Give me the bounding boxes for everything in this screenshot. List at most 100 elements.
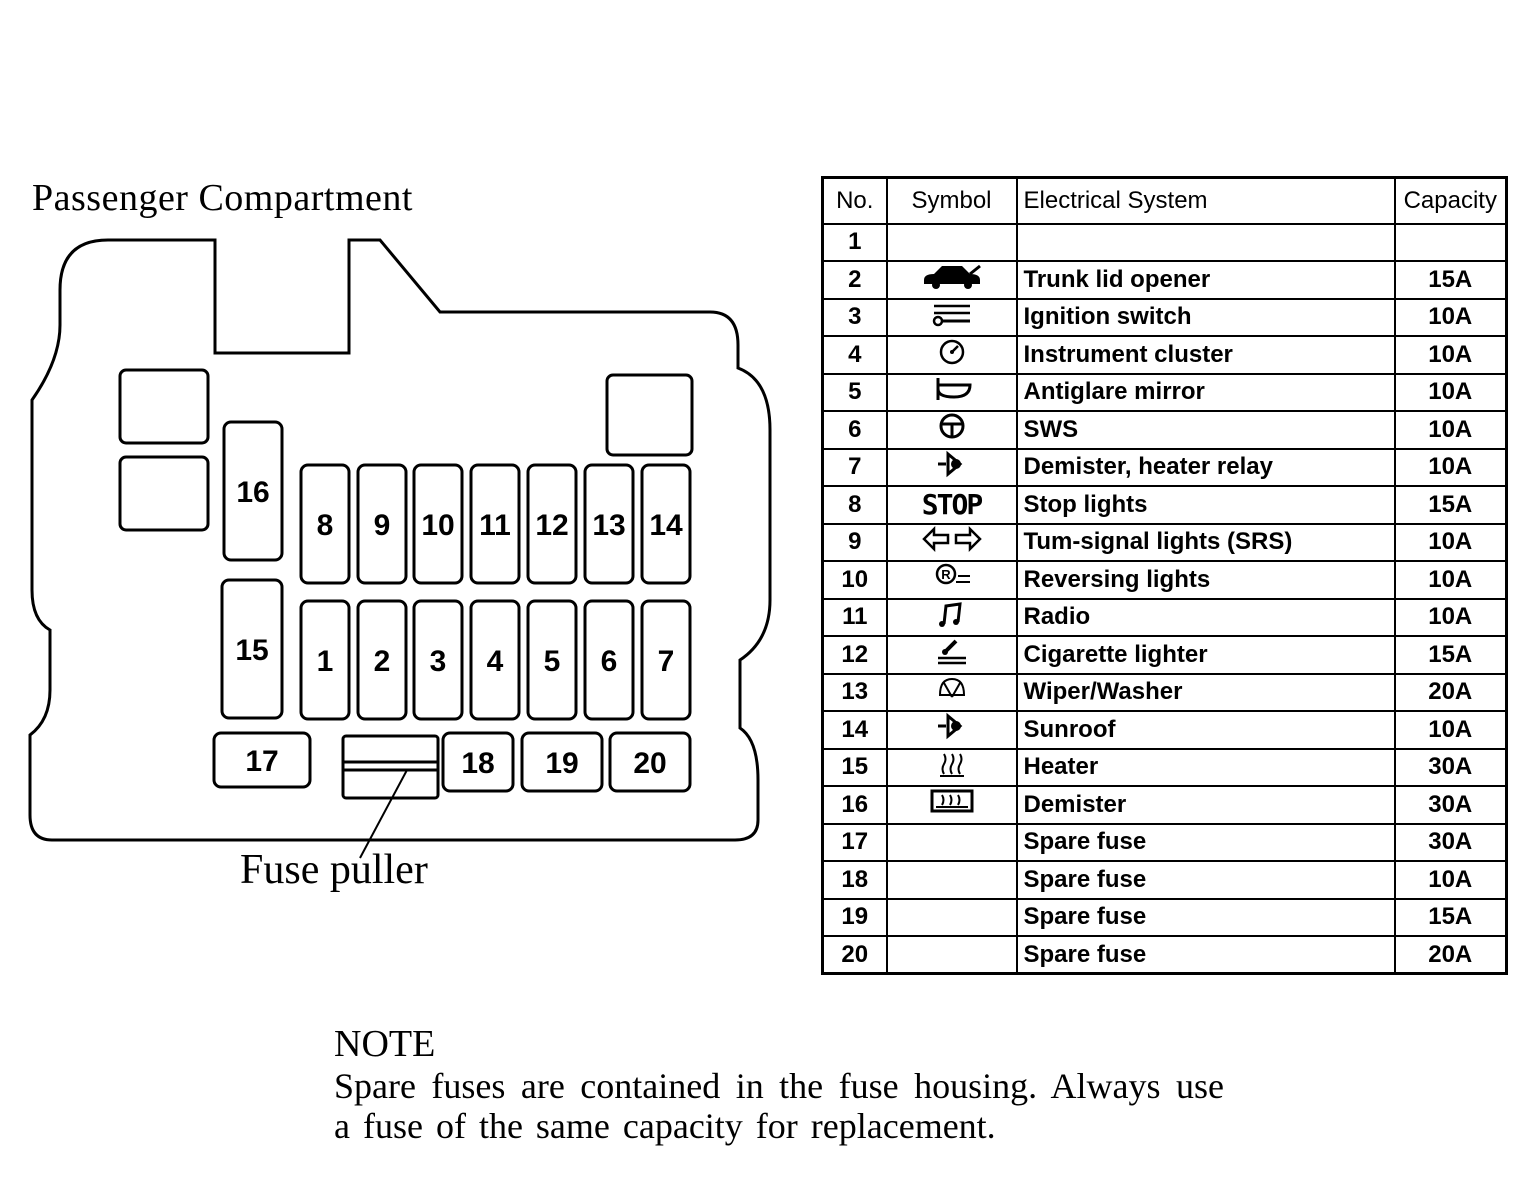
electrical-system: Heater: [1015, 747, 1396, 787]
fuse-number: 16: [821, 785, 888, 825]
fuse-puller-leader: [359, 769, 408, 859]
fuse-number: 2: [821, 260, 888, 300]
fuse-symbol: [885, 747, 1018, 787]
mirror-icon: [936, 377, 972, 400]
fuse-slot-2: 2: [356, 599, 408, 721]
fuse-capacity: 10A: [1393, 860, 1508, 900]
fuse-symbol: [885, 522, 1018, 562]
music-note-icon: [938, 601, 962, 627]
fuse-number-label: 15: [235, 634, 268, 667]
fuse-number-label: 17: [245, 745, 278, 778]
steering-wheel-icon: [939, 413, 964, 439]
fuse-symbol: STOP: [885, 485, 1018, 525]
ignition-key-icon: [932, 304, 970, 326]
turn-arrows-icon: [921, 525, 982, 552]
fuse-number: 11: [821, 597, 888, 637]
fuse-capacity: 10A: [1393, 297, 1508, 337]
fan-icon: [937, 713, 962, 740]
fuse-number-label: 12: [535, 509, 568, 542]
fuse-symbol: [885, 860, 1018, 900]
fuse-number-label: 16: [236, 476, 269, 509]
fuse-symbol: [885, 785, 1018, 825]
lighter-icon: [937, 639, 966, 665]
car-trunk-icon: [923, 265, 981, 290]
fuse-slot-13: 13: [583, 463, 635, 585]
fuse-symbol: [885, 672, 1018, 712]
fuse-capacity: 20A: [1393, 672, 1508, 712]
fuse-symbol: [885, 372, 1018, 412]
fan-icon: [937, 450, 962, 477]
fuse-symbol: [885, 935, 1018, 975]
fuse-slot-12: 12: [526, 463, 578, 585]
electrical-system: Spare fuse: [1015, 897, 1396, 937]
fuse-capacity: 15A: [1393, 635, 1508, 675]
note-heading: NOTE: [334, 1023, 436, 1065]
fuse-box-outline: [28, 238, 772, 842]
fuse-number-label: 3: [430, 645, 447, 678]
electrical-system: Sunroof: [1015, 710, 1396, 750]
reverse-light-icon: R: [935, 564, 970, 585]
fuse-slot-18: 18: [441, 731, 515, 793]
table-row: 1: [821, 222, 1508, 262]
fuse-capacity: 15A: [1393, 897, 1508, 937]
fuse-slot-19: 19: [520, 731, 604, 793]
svg-text:R: R: [941, 567, 951, 582]
electrical-system: Radio: [1015, 597, 1396, 637]
fuse-number-label: 11: [479, 509, 511, 542]
fuse-symbol: [885, 260, 1018, 300]
fuse-number: 13: [821, 672, 888, 712]
electrical-system: Reversing lights: [1015, 560, 1396, 600]
fuse-number-label: 18: [461, 747, 494, 780]
electrical-system: Wiper/Washer: [1015, 672, 1396, 712]
fuse-number-label: 14: [649, 509, 683, 542]
header-no: No.: [821, 176, 888, 225]
fuse-number: 5: [821, 372, 888, 412]
fuse-symbol: [885, 897, 1018, 937]
electrical-system: SWS: [1015, 410, 1396, 450]
electrical-system: Antiglare mirror: [1015, 372, 1396, 412]
fuse-number: 3: [821, 297, 888, 337]
fuse-slot-5: 5: [526, 599, 578, 721]
heater-icon: [939, 753, 964, 777]
fuse-number-label: 10: [421, 509, 454, 542]
fuse-number: 9: [821, 522, 888, 562]
fuse-number: 14: [821, 710, 888, 750]
electrical-system: Instrument cluster: [1015, 335, 1396, 375]
electrical-system: Ignition switch: [1015, 297, 1396, 337]
fuse-number: 1: [821, 222, 888, 262]
fuse-capacity: 10A: [1393, 372, 1508, 412]
electrical-system: Tum-signal lights (SRS): [1015, 522, 1396, 562]
fuse-number-label: 13: [592, 509, 625, 542]
fuse-slot-11: 11: [469, 463, 521, 585]
fuse-number-label: 6: [601, 645, 618, 678]
fuse-number: 4: [821, 335, 888, 375]
stop-symbol-text: STOP: [921, 488, 983, 522]
fuse-number: 18: [821, 860, 888, 900]
fuse-slot-10: 10: [412, 463, 464, 585]
fuse-slot-4: 4: [469, 599, 521, 721]
fuse-slot-6: 6: [583, 599, 635, 721]
relay-block-top-right: [605, 373, 694, 457]
fuse-number-label: 8: [317, 509, 334, 542]
fuse-capacity: 10A: [1393, 447, 1508, 487]
fuse-number: 15: [821, 747, 888, 787]
fuse-capacity: 15A: [1393, 485, 1508, 525]
fuse-number-label: 5: [544, 645, 561, 678]
fuse-symbol: [885, 335, 1018, 375]
fuse-number: 20: [821, 935, 888, 975]
fuse-number: 7: [821, 447, 888, 487]
fuse-slot-8: 8: [299, 463, 351, 585]
electrical-system: Demister: [1015, 785, 1396, 825]
